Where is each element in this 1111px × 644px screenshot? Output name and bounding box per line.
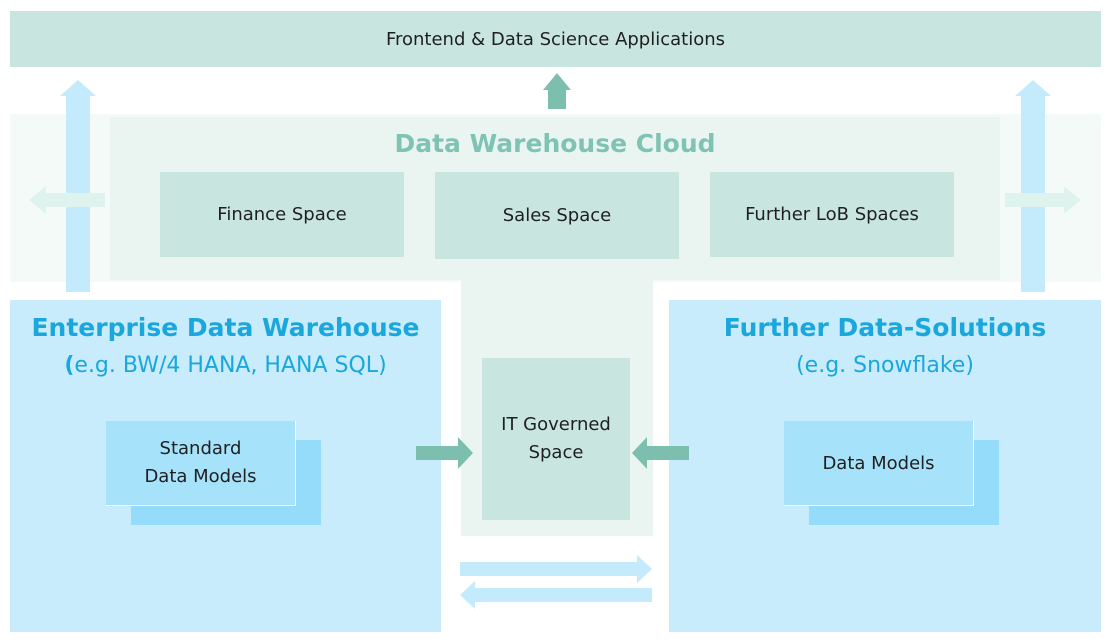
dwc-title: Data Warehouse Cloud <box>394 128 716 158</box>
frontend-applications-bar: Frontend & Data Science Applications <box>10 11 1101 67</box>
up-arrow-right-icon <box>1015 80 1051 292</box>
standard-models-line1: Standard <box>159 438 242 459</box>
finance-space-label: Finance Space <box>217 204 347 225</box>
edw-to-it-arrow-icon <box>416 437 473 469</box>
it-governed-line1: IT Governed <box>501 414 611 435</box>
edw-subtitle-text: e.g. BW/4 HANA, HANA SQL) <box>74 352 387 378</box>
further-lob-spaces-label: Further LoB Spaces <box>745 204 919 225</box>
sales-space-box: Sales Space <box>435 172 679 259</box>
it-governed-space-box: IT Governed Space <box>482 358 630 520</box>
up-arrow-center-icon <box>543 73 571 109</box>
bottom-right-arrow-icon <box>460 555 652 583</box>
bottom-left-arrow-icon <box>460 581 652 609</box>
edw-title: Enterprise Data Warehouse <box>31 312 420 342</box>
sales-space-label: Sales Space <box>502 205 612 226</box>
further-lob-spaces-box: Further LoB Spaces <box>710 172 954 257</box>
it-governed-line2: Space <box>528 442 584 463</box>
finance-space-box: Finance Space <box>160 172 404 257</box>
further-solutions-subtitle: (e.g. Snowflake) <box>796 352 974 378</box>
left-outward-arrow-icon <box>29 186 105 214</box>
data-models-card: Data Models <box>784 421 974 506</box>
standard-models-card: Standard Data Models <box>106 421 296 506</box>
edw-subtitle: (e.g. BW/4 HANA, HANA SQL) <box>10 348 441 382</box>
edw-subtitle-paren: ( <box>64 352 75 378</box>
standard-models-line2: Data Models <box>144 466 257 487</box>
frontend-applications-label: Frontend & Data Science Applications <box>385 28 726 50</box>
up-arrow-left-icon <box>60 80 96 292</box>
further-solutions-title: Further Data-Solutions <box>723 312 1047 342</box>
data-models-label: Data Models <box>822 452 935 474</box>
further-to-it-arrow-icon <box>632 437 689 469</box>
right-outward-arrow-icon <box>1005 186 1081 214</box>
